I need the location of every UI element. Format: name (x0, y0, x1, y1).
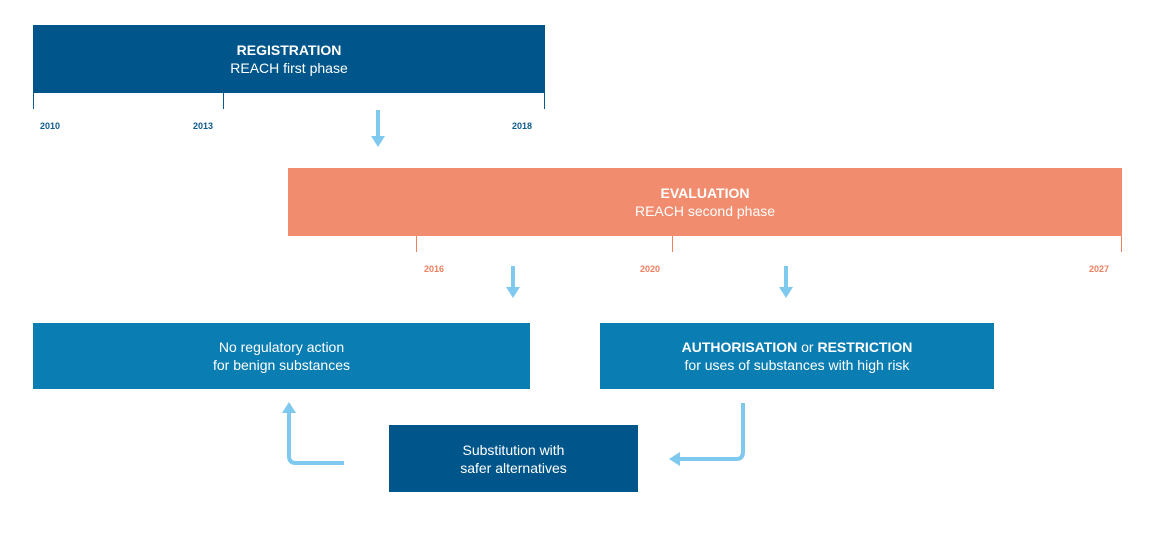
no-action-box: No regulatory action for benign substanc… (33, 323, 530, 389)
tick-2018 (544, 93, 545, 109)
year-label: 2018 (512, 121, 533, 131)
year-label: 2016 (424, 264, 445, 274)
arrow-down-head-icon (371, 136, 385, 147)
year-label: 2010 (40, 121, 61, 131)
registration-title: REGISTRATION (236, 42, 342, 58)
substitution-box: Substitution with safer alternatives (389, 425, 638, 492)
restriction-label: RESTRICTION (817, 339, 913, 355)
tick-2013 (223, 93, 224, 109)
evaluation-title: EVALUATION (660, 185, 750, 201)
no-action-line1: No regulatory action (218, 339, 345, 355)
year-label: 2027 (1089, 264, 1110, 274)
registration-subtitle: REACH first phase (230, 60, 348, 76)
substitution-line1: Substitution with (462, 441, 565, 458)
evaluation-box: EVALUATION REACH second phase (288, 168, 1122, 236)
arrow-down-head-icon (506, 287, 520, 298)
tick-2016 (416, 236, 417, 252)
authorisation-line2: for uses of substances with high risk (684, 357, 910, 373)
arrow-left-icon (678, 403, 745, 461)
arrow-up-head-icon (282, 402, 296, 413)
registration-box: REGISTRATION REACH first phase (33, 25, 545, 93)
arrow-left-head-icon (669, 452, 680, 466)
evaluation-subtitle: REACH second phase (634, 203, 776, 219)
or-label: or (797, 339, 818, 355)
year-label: 2013 (193, 121, 214, 131)
year-label: 2020 (640, 264, 661, 274)
tick-2010 (33, 93, 34, 109)
arrow-down-head-icon (779, 287, 793, 298)
no-action-line2: for benign substances (213, 357, 350, 373)
tick-2027 (1121, 236, 1122, 252)
arrow-up-icon (287, 412, 344, 465)
authorisation-label: AUTHORISATION (681, 339, 798, 355)
substitution-line2: safer alternatives (460, 459, 567, 476)
authorisation-box: AUTHORISATION or RESTRICTION for uses of… (600, 323, 994, 389)
tick-2020 (672, 236, 673, 252)
